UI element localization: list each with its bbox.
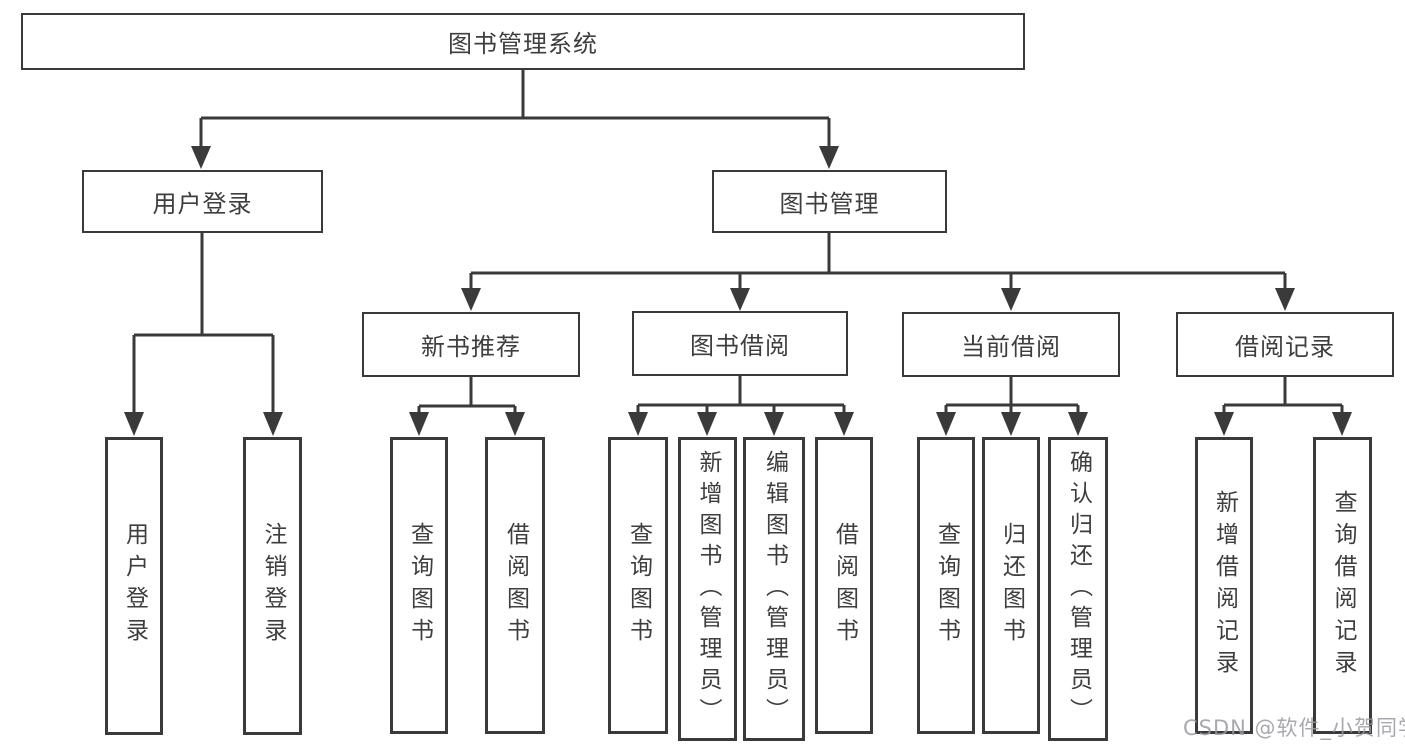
leaf-current-query-books: 查询图书 — [917, 437, 975, 734]
connector-new-book — [417, 377, 517, 420]
leaf-user-login: 用户登录 — [105, 437, 163, 735]
connector-book-borrow — [636, 376, 846, 420]
csdn-watermark: CSDN @软件_小贺同学 — [1183, 716, 1405, 740]
leaf-borrowing-add-books-admin: 新增图书（管理员） — [678, 437, 737, 741]
connector-user-login — [132, 233, 275, 416]
node-current-borrowing: 当前借阅 — [902, 312, 1120, 377]
connector-borrow-record — [1222, 377, 1344, 420]
node-book-management: 图书管理 — [712, 170, 947, 233]
leaf-borrowing-edit-books-admin: 编辑图书（管理员） — [743, 437, 805, 741]
connector-root — [199, 70, 831, 150]
node-root: 图书管理系统 — [21, 13, 1025, 70]
leaf-logout-login: 注销登录 — [243, 437, 302, 735]
leaf-newbook-query-books: 查询图书 — [390, 437, 448, 734]
leaf-records-add-record: 新增借阅记录 — [1195, 437, 1253, 734]
leaf-current-return-books: 归还图书 — [982, 437, 1040, 734]
node-user-login: 用户登录 — [82, 170, 323, 233]
connector-book-mgmt — [469, 233, 1287, 294]
leaf-borrowing-query-books: 查询图书 — [608, 437, 668, 734]
leaf-borrowing-borrow-books: 借阅图书 — [815, 437, 873, 734]
node-book-borrowing: 图书借阅 — [632, 311, 848, 376]
leaf-current-confirm-return-admin: 确认归还（管理员） — [1048, 437, 1108, 741]
node-borrow-records: 借阅记录 — [1176, 312, 1394, 377]
leaf-records-query-record: 查询借阅记录 — [1313, 437, 1372, 734]
arrowheads — [124, 146, 1352, 436]
node-new-book-recommend: 新书推荐 — [362, 312, 580, 377]
leaf-newbook-borrow-books: 借阅图书 — [485, 437, 545, 734]
